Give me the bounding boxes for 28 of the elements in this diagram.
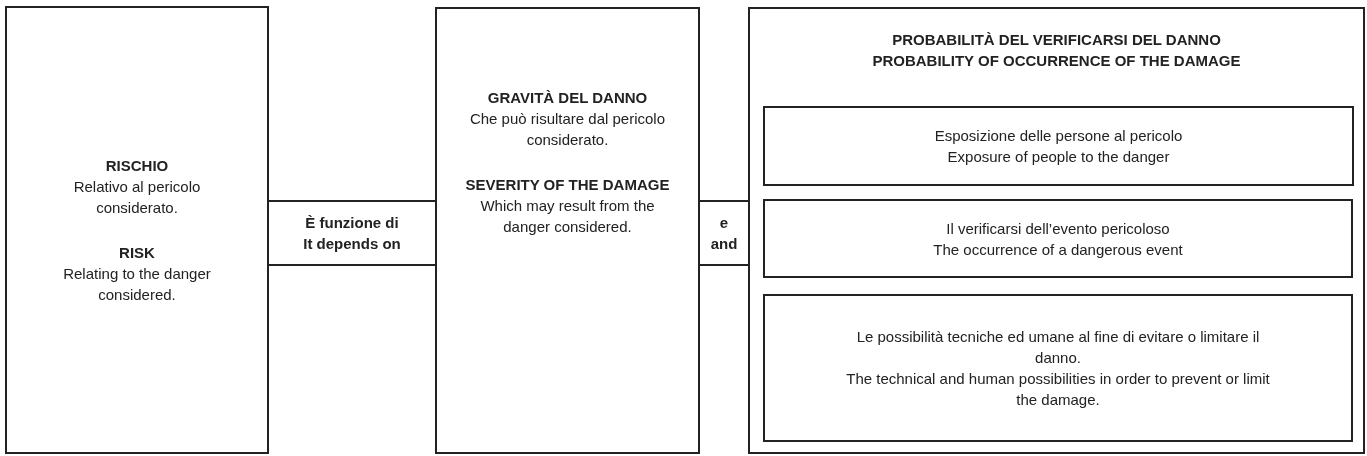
heading-text: e (719, 213, 729, 233)
body-text: The technical and human possibilities in order to prevent or limit the damage. (845, 369, 1271, 410)
sub-box (763, 294, 1353, 442)
body-text: Che può risultare dal pericolo considerato. (468, 109, 667, 150)
body-text: Esposizione delle persone al pericolo (934, 126, 1183, 146)
sub-box (763, 106, 1354, 186)
text-box (748, 7, 1365, 454)
heading-text: RISK (119, 243, 155, 263)
heading-text: SEVERITY OF THE DAMAGE (465, 175, 670, 195)
body-text: Il verificarsi dell’evento pericoloso (946, 218, 1170, 239)
text-box (435, 7, 700, 454)
heading-text: GRAVITÀ DEL DANNO (487, 88, 648, 108)
body-text: Le possibilità tecniche ed umane al fine di evitare o limitare il danno. (855, 327, 1261, 368)
heading-text: It depends on (303, 234, 401, 254)
heading-text: È funzione di (305, 213, 399, 233)
text-box (5, 6, 269, 454)
body-text: Relativo al pericolo considerato. (72, 177, 202, 218)
text-box (267, 200, 437, 266)
heading-text: RISCHIO (105, 156, 169, 176)
heading-text: PROBABILITY OF OCCURRENCE OF THE DAMAGE (872, 51, 1241, 71)
body-text: Which may result from the danger considered. (479, 196, 656, 237)
body-text: Relating to the danger considered. (62, 264, 212, 305)
body-text: The occurrence of a dangerous event (933, 239, 1183, 260)
sub-box (763, 199, 1353, 278)
text-box (698, 200, 750, 266)
body-text: Exposure of people to the danger (947, 147, 1170, 167)
heading-text: and (710, 234, 738, 254)
heading-text: PROBABILITÀ DEL VERIFICARSI DEL DANNO (892, 30, 1221, 50)
